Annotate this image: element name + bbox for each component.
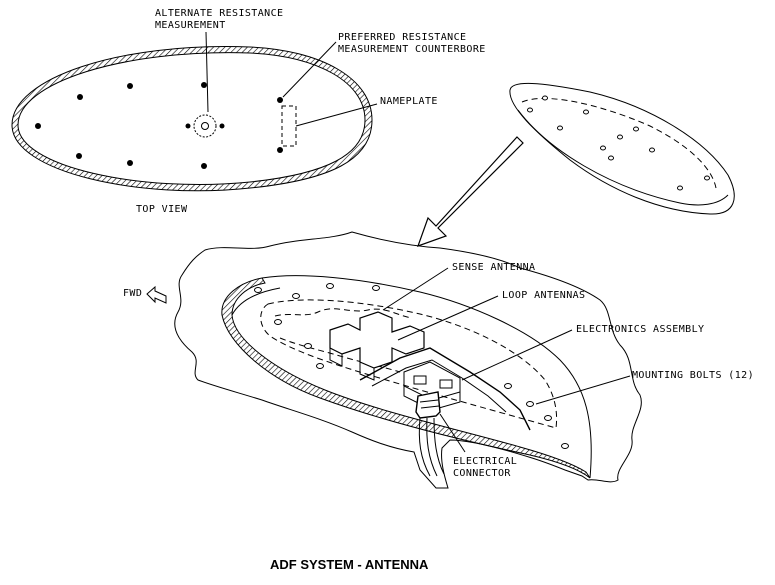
electrical-connector-label-line1: ELECTRICAL xyxy=(453,456,517,467)
mounting-bolts-label: MOUNTING BOLTS (12) xyxy=(632,370,754,381)
electronics-component xyxy=(413,375,427,385)
connector-ribs xyxy=(419,399,440,409)
bolt-hole xyxy=(185,123,191,129)
antenna-shell-lower-edge xyxy=(517,109,729,206)
mounting-bolt xyxy=(316,363,324,369)
shell-bolt-hole xyxy=(704,175,710,181)
mounting-bolt xyxy=(274,319,282,325)
shell-bolt-hole xyxy=(633,126,639,132)
shell-bolt-hole xyxy=(542,95,548,101)
electronics-assembly-leader xyxy=(461,329,573,381)
loop-antennas-cross-edge xyxy=(329,348,343,367)
cable-right xyxy=(433,417,445,475)
alternate-measurement-point xyxy=(201,122,209,130)
loop-antennas-cross xyxy=(329,311,425,369)
antenna-shell-outline xyxy=(509,83,735,215)
bolt-hole xyxy=(277,97,283,103)
fuselage-skin-outline xyxy=(174,231,642,489)
bolt-hole xyxy=(35,123,41,129)
electrical-connector-label-line2: CONNECTOR xyxy=(453,468,511,479)
mounting-bolts-leader xyxy=(535,375,631,405)
mounting-bolt xyxy=(254,287,262,293)
bolt-hole xyxy=(277,147,283,153)
preferred-resistance-leader xyxy=(282,41,337,98)
loop-antennas-leader xyxy=(397,295,499,341)
installed-view xyxy=(146,231,642,489)
shell-bolt-hole xyxy=(617,134,623,140)
shell-bolt-hole xyxy=(677,185,683,191)
top-view xyxy=(11,31,378,192)
electronics-housing xyxy=(359,347,531,431)
fwd-label: FWD xyxy=(123,288,142,299)
bolt-hole xyxy=(127,160,133,166)
mounting-bolt xyxy=(504,383,512,389)
antenna-shell-inner-dashed xyxy=(521,97,717,189)
base-plate-dashed xyxy=(260,299,558,429)
mounting-bolt xyxy=(561,443,569,449)
fwd-arrow xyxy=(146,285,167,304)
mounting-bolt xyxy=(326,283,334,289)
electrical-connector-leader xyxy=(439,413,466,453)
nameplate-leader xyxy=(295,103,378,127)
shell-bolt-hole xyxy=(583,109,589,115)
bolt-hole xyxy=(77,94,83,100)
shell-bolt-hole xyxy=(527,107,533,113)
bolt-hole xyxy=(201,82,207,88)
preferred-resistance-label-line1: PREFERRED RESISTANCE xyxy=(338,32,466,43)
electronics-housing-inner xyxy=(371,359,507,413)
sense-antenna-dashed-lower xyxy=(279,337,401,373)
bolt-hole xyxy=(201,163,207,169)
preferred-resistance-label-line2: MEASUREMENT COUNTERBORE xyxy=(338,44,486,55)
cable-mid xyxy=(426,417,438,477)
mounting-bolt xyxy=(292,293,300,299)
nameplate-label: NAMEPLATE xyxy=(380,96,438,107)
bolt-hole xyxy=(76,153,82,159)
diagram-caption: ADF SYSTEM - ANTENNA xyxy=(270,557,429,572)
top-view-label: TOP VIEW xyxy=(136,204,188,215)
bolt-hole xyxy=(219,123,225,129)
loop-antennas-label: LOOP ANTENNAS xyxy=(502,290,585,301)
loop-antennas-cross-edge xyxy=(359,362,375,381)
shell-bolt-hole xyxy=(600,145,606,151)
shell-hatched-rim xyxy=(221,277,591,479)
alternate-resistance-label-line1: ALTERNATE RESISTANCE xyxy=(155,8,283,19)
shell-bolt-hole xyxy=(608,155,614,161)
shell-cut-edge xyxy=(231,287,281,316)
alternate-resistance-label-line2: MEASUREMENT xyxy=(155,20,226,31)
sense-antenna-dashed xyxy=(274,308,413,319)
shell-top-outline xyxy=(261,275,592,479)
sense-antenna-label: SENSE ANTENNA xyxy=(452,262,535,273)
shell-bolt-hole xyxy=(557,125,563,131)
cable-left xyxy=(418,417,431,477)
sense-antenna-leader xyxy=(382,267,449,311)
nameplate-outline xyxy=(281,105,297,147)
electronics-assembly-label: ELECTRONICS ASSEMBLY xyxy=(576,324,704,335)
alternate-resistance-leader xyxy=(205,31,209,113)
antenna-shell-view xyxy=(509,83,735,215)
bolt-hole xyxy=(127,83,133,89)
shell-bolt-hole xyxy=(649,147,655,153)
electrical-connector xyxy=(415,391,441,419)
mounting-bolt xyxy=(372,285,380,291)
electronics-component xyxy=(439,379,453,389)
installation-arrow xyxy=(417,136,524,247)
mounting-bolt xyxy=(526,401,534,407)
mounting-bolt xyxy=(544,415,552,421)
mounting-bolt xyxy=(304,343,312,349)
